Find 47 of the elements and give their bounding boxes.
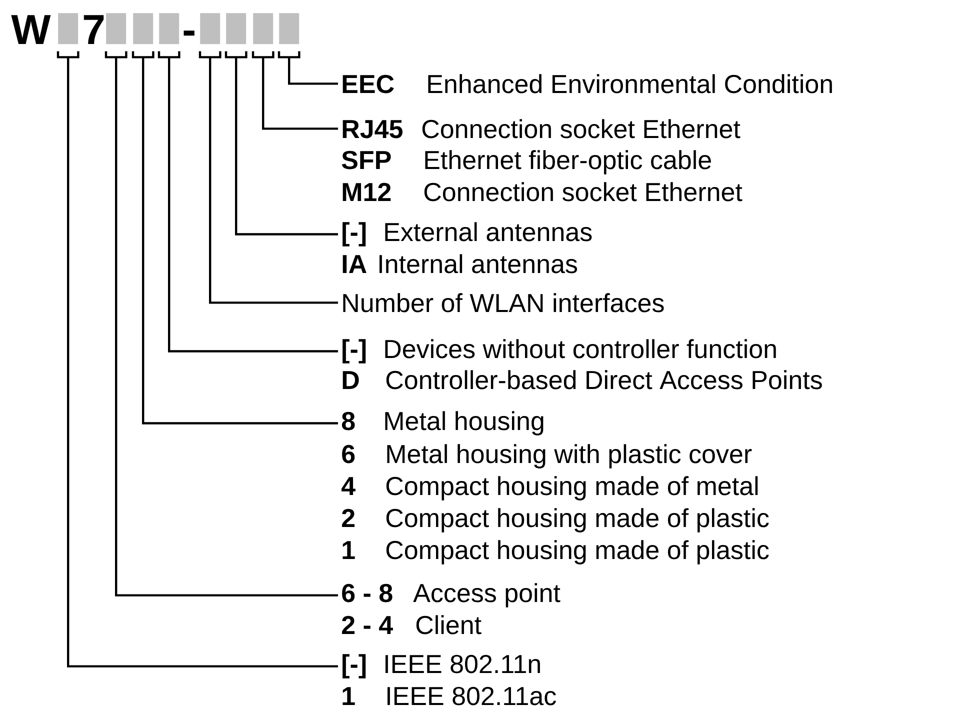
option-code: 4 — [342, 477, 356, 495]
option-text: [-] Devices without controller function — [342, 339, 776, 364]
option-description: Compact housing made of plastic — [386, 508, 769, 532]
leader-line — [132, 50, 340, 424]
code-box — [253, 13, 274, 44]
code-box — [133, 13, 154, 44]
option-code: 2 — [342, 508, 355, 527]
leader-line — [104, 50, 340, 596]
code-box — [159, 13, 180, 44]
option-code: M12 — [342, 182, 391, 201]
option-code: 6 — [342, 444, 355, 464]
option-description: Compact housing made of plastic — [386, 540, 769, 564]
option-description: Client — [416, 615, 482, 634]
option-code: 1 — [342, 541, 355, 559]
option-code: IA — [342, 255, 366, 273]
code-character: W — [11, 15, 51, 44]
option-code: D — [342, 371, 359, 389]
leader-line — [56, 50, 340, 668]
leader-line — [198, 50, 340, 304]
option-code: 1 — [342, 687, 355, 705]
option-text: RJ45 Connection socket Ethernet — [342, 119, 740, 138]
option-description: Metal housing with plastic cover — [387, 444, 752, 468]
option-text: 8 Metal housing — [342, 411, 544, 436]
code-box — [200, 13, 220, 44]
option-text: Number of WLAN interfaces — [343, 293, 664, 312]
option-text: [-] IEEE 802.11n — [342, 654, 540, 678]
leader-line — [278, 50, 340, 85]
option-description: Connection socket Ethernet — [424, 182, 742, 202]
leader-line — [252, 50, 340, 130]
option-description: Ethernet fiber-optic cable — [425, 150, 711, 174]
option-description: Compact housing made of metal — [386, 476, 758, 500]
code-character: - — [184, 30, 194, 36]
code-box — [226, 13, 246, 44]
code-box — [279, 13, 300, 44]
leader-line — [158, 50, 340, 352]
code-box — [58, 13, 78, 44]
option-code: SFP — [342, 150, 391, 170]
option-description: Internal antennas — [380, 254, 578, 274]
option-description: IEEE 802.11ac — [388, 686, 556, 706]
leader-line — [224, 50, 340, 236]
option-description: Controller-based Direct Access Points — [386, 370, 822, 390]
code-character: 7 — [84, 15, 104, 44]
option-text: [-] External antennas — [342, 222, 592, 246]
code-box — [106, 13, 126, 44]
option-text: 6 - 8 Access point — [342, 583, 560, 608]
option-text: EEC Enhanced Environmental Condition — [342, 74, 832, 94]
option-code: 2 - 4 — [342, 616, 393, 634]
